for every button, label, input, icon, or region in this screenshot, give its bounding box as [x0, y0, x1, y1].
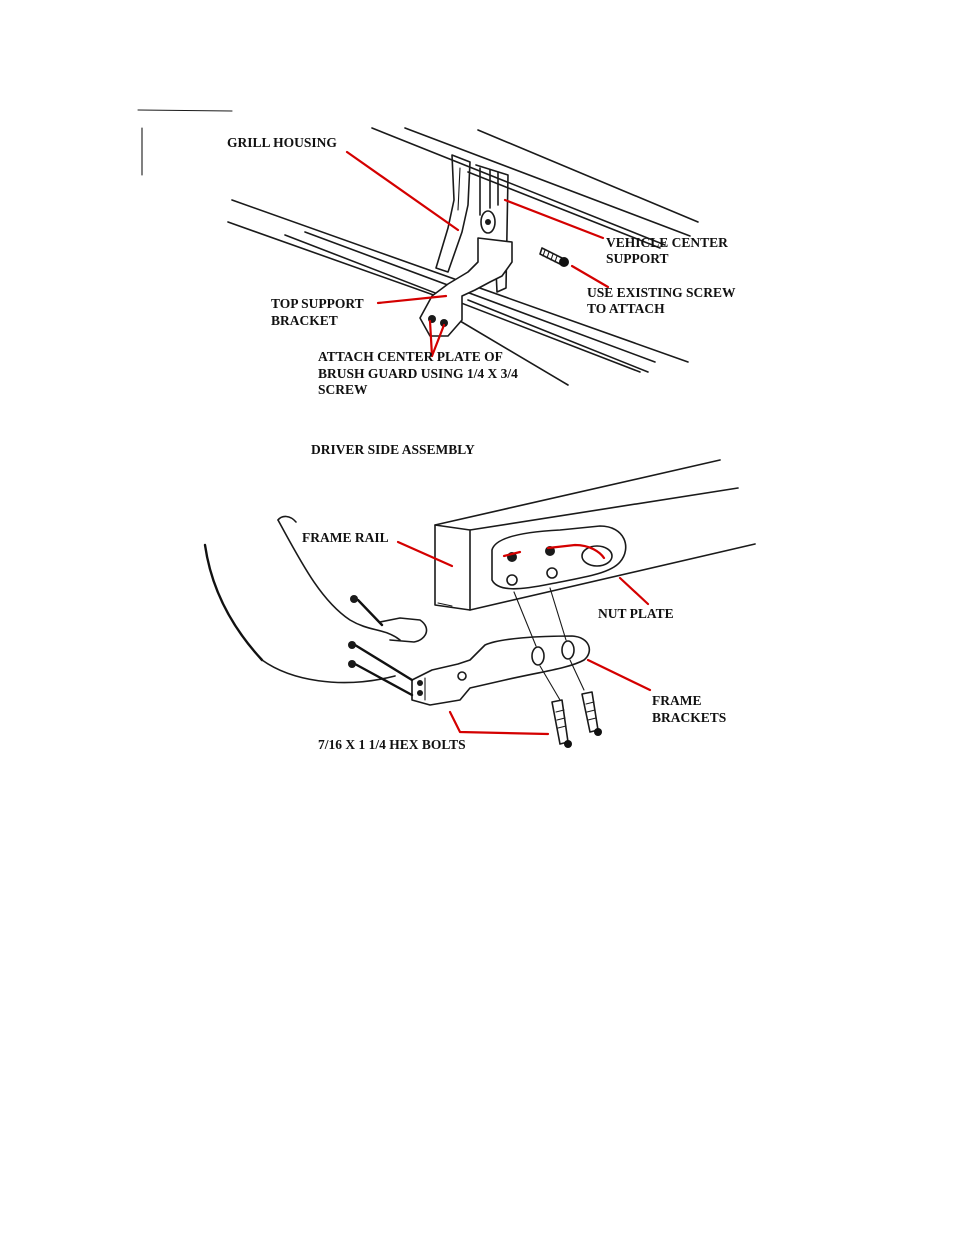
top-support-bracket-shape — [419, 237, 513, 337]
hex-bolt-icon — [581, 691, 602, 736]
frame-brackets-shape — [411, 635, 591, 706]
attach-center-plate-label: BRUSH GUARD USING 1/4 X 3/4 — [318, 366, 518, 381]
center-plate-leader — [430, 323, 446, 358]
attach-center-plate-label: ATTACH CENTER PLATE OF — [318, 349, 503, 364]
top-leader-lines — [345, 150, 610, 358]
frame-brackets-label: FRAME — [652, 693, 702, 708]
vehicle-center-support-leader — [503, 198, 605, 240]
frame-brackets-leader — [586, 658, 652, 692]
driver-side-assembly-title: DRIVER SIDE ASSEMBLY — [311, 442, 475, 457]
grill-housing-shape — [435, 154, 471, 273]
existing-screw-leader — [570, 264, 610, 289]
grill-housing-label: GRILL HOUSING — [227, 135, 337, 150]
frame-rail-label: FRAME RAIL — [302, 530, 389, 545]
bolt-hole-icon — [440, 319, 448, 327]
upper-body-lines — [371, 127, 699, 249]
center-plate-leader — [428, 319, 434, 358]
nut-plate-top-leader — [502, 543, 606, 560]
nut-plate-shape — [491, 525, 627, 590]
vehicle-center-support-label: SUPPORT — [606, 251, 669, 266]
top-labels: GRILL HOUSING VEHICLE CENTER SUPPORT USE… — [227, 135, 736, 397]
scan-edge-line — [137, 109, 233, 112]
top-support-bracket-label: BRACKET — [271, 313, 338, 328]
attach-center-plate-label: SCREW — [318, 382, 368, 397]
frame-rail-shape — [434, 459, 756, 611]
bumper-outline — [203, 515, 401, 684]
vehicle-center-support-label: VEHICLE CENTER — [606, 235, 728, 250]
vehicle-center-support-shape — [475, 164, 509, 293]
side-bolts-icon — [348, 595, 428, 697]
hex-bolts-label: 7/16 X 1 1/4 HEX BOLTS — [318, 737, 466, 752]
hex-bolts-leader — [448, 710, 550, 736]
use-existing-screw-label: TO ATTACH — [587, 301, 665, 316]
alignment-guide-lines — [513, 587, 585, 701]
nut-plate-leader — [618, 576, 650, 606]
hex-bolt-icon — [551, 699, 572, 748]
nut-plate-label: NUT PLATE — [598, 606, 674, 621]
top-support-bracket-label: TOP SUPPORT — [271, 296, 364, 311]
bottom-diagram: DRIVER SIDE ASSEMBLY — [203, 442, 756, 752]
top-support-bracket-leader — [376, 294, 448, 305]
frame-brackets-label: BRACKETS — [652, 710, 726, 725]
existing-screw-icon — [539, 247, 569, 267]
grill-housing-leader — [345, 150, 460, 232]
top-diagram: GRILL HOUSING VEHICLE CENTER SUPPORT USE… — [137, 109, 736, 397]
frame-rail-leader — [396, 540, 454, 568]
use-existing-screw-label: USE EXISTING SCREW — [587, 285, 736, 300]
bottom-leader-lines — [396, 540, 652, 736]
bottom-labels: FRAME RAIL NUT PLATE FRAME BRACKETS 7/16… — [302, 530, 726, 752]
